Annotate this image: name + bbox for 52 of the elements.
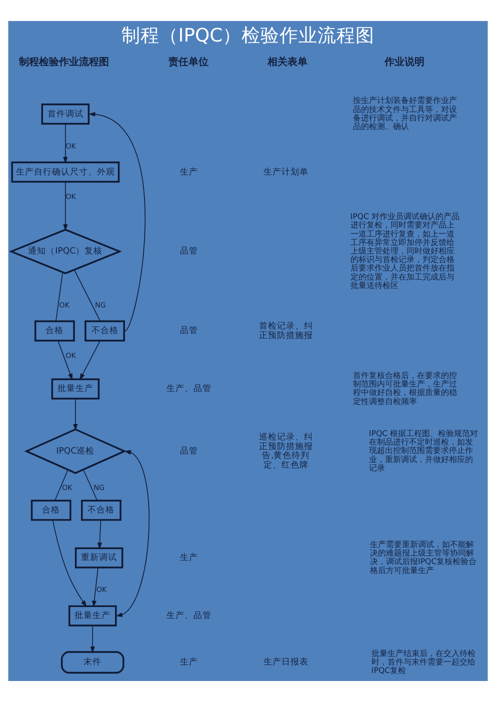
arrow <box>58 340 73 380</box>
node-diamond: IPQC巡检 <box>24 428 127 474</box>
label: 生产 <box>180 167 198 178</box>
edge-label: NG <box>94 482 104 492</box>
arrow <box>97 520 102 550</box>
label: 责任单位 <box>168 57 208 68</box>
edge-label: OK <box>66 351 76 360</box>
label: 生产、品管 <box>166 384 212 394</box>
arrow <box>52 520 87 608</box>
arrow <box>88 112 146 332</box>
arrow <box>73 398 78 431</box>
edge-label: OK <box>66 141 76 150</box>
arrow <box>116 450 150 617</box>
node-box: 批量生产 <box>68 605 117 626</box>
arrow <box>92 567 98 608</box>
node-box: 重新调试 <box>74 547 124 568</box>
edge-label: NG <box>95 300 106 310</box>
arrow <box>63 123 68 164</box>
node-box: 合格 <box>34 320 75 342</box>
label: 作业说明 <box>384 57 425 68</box>
label: 制程检验作业流程图 <box>19 57 110 68</box>
node-box: 末件 <box>60 651 124 674</box>
diagram-title: 制程（IPQC）检验作业流程图 <box>121 26 375 47</box>
node-box: 生产自行确认尺寸、外观 <box>11 162 120 183</box>
arrow <box>90 625 95 654</box>
label: 品管 <box>180 326 198 336</box>
node-box: 批量生产 <box>51 378 100 400</box>
label: 生产 <box>180 553 198 564</box>
connector <box>74 270 101 322</box>
connector <box>54 469 68 501</box>
edge-label: OK <box>59 300 70 310</box>
arrow <box>80 340 100 380</box>
connector <box>83 469 98 501</box>
edge-label: OK <box>96 585 107 594</box>
label: 生产计划单 <box>263 167 308 178</box>
node-diamond: 通知（IPQC）复核 <box>8 228 122 274</box>
label: 生产、品管 <box>166 611 212 622</box>
node-box: 不合格 <box>84 320 125 342</box>
node-box: 首件调试 <box>41 104 90 125</box>
label: 首检记录、纠正预防措施报 <box>258 322 313 341</box>
arrow <box>63 181 68 231</box>
label: 生产 <box>180 658 198 668</box>
label: 品管 <box>180 446 198 456</box>
label: 品管 <box>180 246 198 257</box>
edge-label: OK <box>66 192 76 202</box>
node-box: 合格 <box>30 500 72 521</box>
label: 巡检记录、纠正预防措施报告,黄色待判定、红色牌 <box>258 432 313 470</box>
label: 相关表单 <box>267 57 308 68</box>
connector <box>56 272 64 322</box>
edge-label: OK <box>62 482 72 492</box>
label: 生产日报表 <box>263 658 308 668</box>
node-box: 不合格 <box>81 500 122 521</box>
